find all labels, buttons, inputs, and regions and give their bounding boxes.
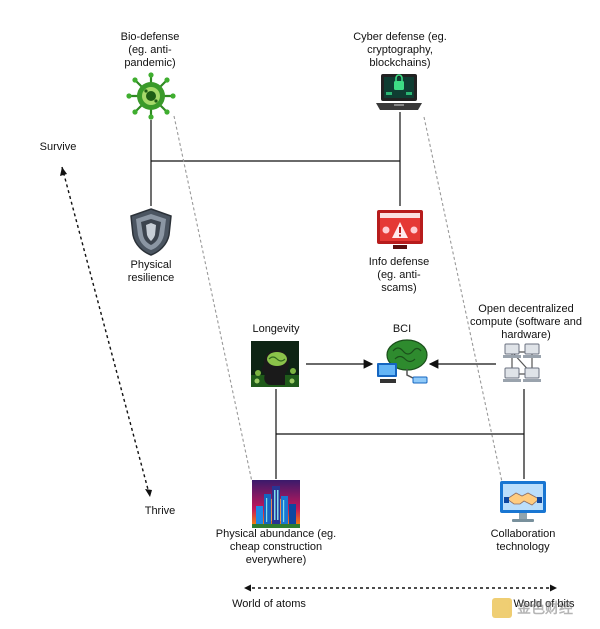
longevity-head-icon <box>251 341 299 387</box>
info-defense-label: Info defense (eg. anti- scams) <box>368 256 430 294</box>
bci-label: BCI <box>392 323 412 335</box>
axis-survive-thrive <box>61 166 151 498</box>
physical-abundance-label: Physical abundance (eg. cheap constructi… <box>215 528 337 566</box>
watermark-text: 金色财经 <box>517 600 573 616</box>
longevity-label: Longevity <box>252 323 300 335</box>
collaboration-label: Collaboration technology <box>490 528 556 553</box>
watermark-logo: 金色财经 <box>492 595 592 621</box>
dashed-bio-to-abundance <box>173 115 253 483</box>
handshake-screen-icon <box>500 481 546 522</box>
physical-resilience-label: Physical resilience <box>127 259 175 284</box>
axis-survive-arrowhead <box>60 167 67 176</box>
virus-icon <box>126 72 176 120</box>
brain-computer-icon <box>377 339 428 384</box>
network-computers-icon <box>503 343 541 382</box>
city-skyline-icon <box>252 480 300 528</box>
bio-defense-label: Bio-defense (eg. anti- pandemic) <box>120 31 180 69</box>
watermark-icon <box>492 598 512 618</box>
axis-thrive-arrowhead <box>145 489 152 497</box>
open-compute-label: Open decentralized compute (software and… <box>470 303 582 341</box>
warning-screen-icon <box>377 210 423 249</box>
shield-icon <box>130 208 172 256</box>
cyber-defense-label: Cyber defense (eg. cryptography, blockch… <box>353 31 447 69</box>
axis-atoms-arrowhead <box>244 584 251 592</box>
axis-label-survive: Survive <box>39 141 77 153</box>
axis-bits-arrowhead <box>550 584 557 592</box>
axis-label-world-of-bits: World of bits <box>513 598 575 610</box>
dashed-cyber-to-collaboration <box>423 116 503 483</box>
axis-label-thrive: Thrive <box>144 505 176 517</box>
laptop-icon <box>376 74 422 110</box>
axis-label-world-of-atoms: World of atoms <box>232 598 306 610</box>
